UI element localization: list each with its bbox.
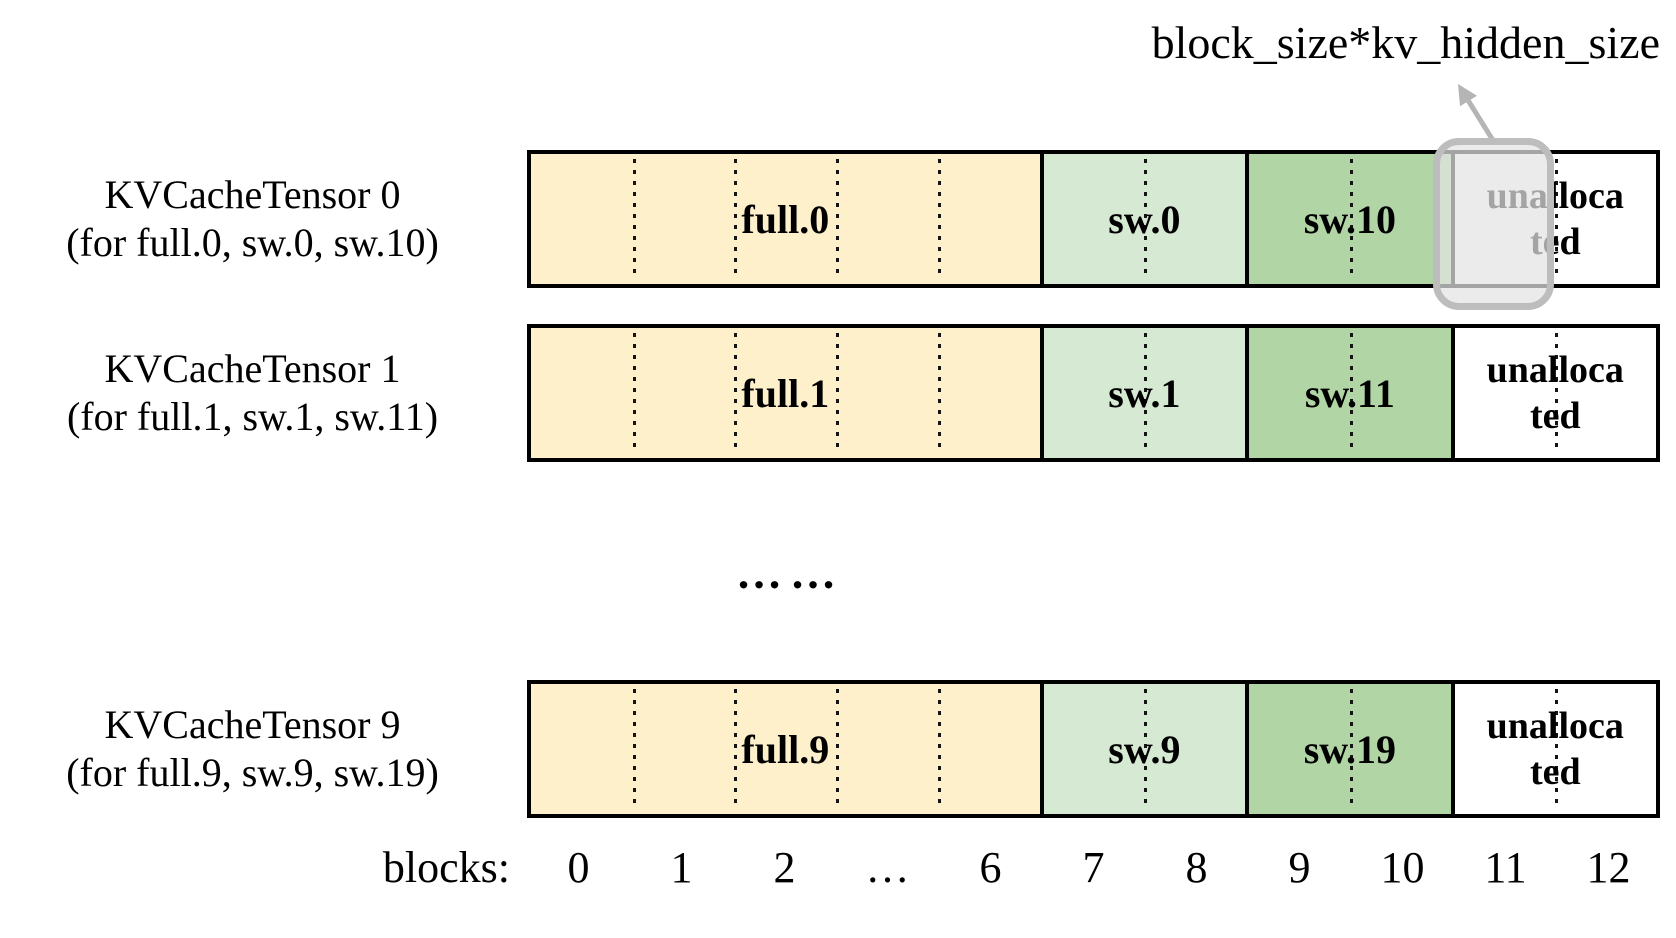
tensor-name: KVCacheTensor 0 [104, 172, 401, 217]
block-divider [1144, 689, 1148, 809]
axis-tick: 11 [1484, 843, 1527, 892]
block-divider [1555, 159, 1559, 279]
block-divider [734, 689, 738, 809]
block-divider [836, 159, 840, 279]
tensor-contents: (for full.9, sw.9, sw.19) [66, 750, 439, 795]
blocks-axis-title: blocks: [382, 843, 510, 892]
axis-tick: 10 [1380, 843, 1425, 892]
axis-tick: 0 [567, 843, 590, 892]
block-divider [1144, 333, 1148, 453]
segment-sw-low: sw.1 [1039, 328, 1246, 458]
segment-sw-high: sw.10 [1245, 154, 1451, 284]
segment-label: sw.10 [1303, 196, 1396, 242]
segment-label: sw.1 [1108, 370, 1181, 416]
segment-sw-high: sw.11 [1245, 328, 1451, 458]
segment-sw-low: sw.0 [1039, 154, 1246, 284]
segment-label: unalloca ted [1487, 347, 1624, 439]
unallocated-line: unalloca [1486, 705, 1624, 747]
row-label-tensor-1: KVCacheTensor 1 (for full.1, sw.1, sw.11… [0, 345, 505, 441]
segment-label: full.9 [741, 726, 830, 772]
block-size-annotation: block_size*kv_hidden_size [1151, 17, 1660, 68]
segment-sw-high: sw.19 [1245, 684, 1451, 814]
axis-tick: 12 [1586, 843, 1631, 892]
axis-tick: … [865, 843, 910, 892]
block-divider [836, 689, 840, 809]
tensor-contents: (for full.0, sw.0, sw.10) [66, 220, 439, 265]
segment-label: sw.19 [1303, 726, 1396, 772]
axis-tick: 9 [1288, 843, 1311, 892]
blocks-axis: 0 1 2 … 6 7 8 9 10 11 12 [527, 842, 1660, 893]
row-label-tensor-9: KVCacheTensor 9 (for full.9, sw.9, sw.19… [0, 701, 505, 797]
block-divider [632, 159, 636, 279]
segment-label: sw.9 [1108, 726, 1181, 772]
kv-cache-tensor-bar-9: full.9 sw.9 sw.19 unalloca ted [527, 680, 1660, 818]
kv-cache-tensor-bar-1: full.1 sw.1 sw.11 unalloca ted [527, 324, 1660, 462]
segment-full: full.9 [531, 684, 1040, 814]
block-size-highlight [1433, 138, 1554, 310]
segment-full: full.1 [531, 328, 1040, 458]
block-divider [632, 333, 636, 453]
block-divider [632, 689, 636, 809]
tensor-contents: (for full.1, sw.1, sw.11) [66, 394, 439, 439]
block-divider [1349, 333, 1353, 453]
block-divider [734, 159, 738, 279]
segment-label: full.0 [741, 196, 830, 242]
axis-tick: 1 [670, 843, 693, 892]
block-divider [937, 159, 941, 279]
segment-unallocated: unalloca ted [1450, 684, 1657, 814]
block-divider [734, 333, 738, 453]
segment-label: unalloca ted [1487, 703, 1624, 795]
axis-tick: 2 [773, 843, 796, 892]
block-divider [836, 333, 840, 453]
row-label-tensor-0: KVCacheTensor 0 (for full.0, sw.0, sw.10… [0, 171, 505, 267]
unallocated-line: unalloca [1486, 349, 1624, 391]
segment-label: sw.11 [1304, 370, 1395, 416]
axis-tick: 8 [1185, 843, 1208, 892]
block-divider [1349, 159, 1353, 279]
block-divider [1349, 689, 1353, 809]
segment-full: full.0 [531, 154, 1040, 284]
block-divider [1144, 159, 1148, 279]
segment-label: sw.0 [1108, 196, 1181, 242]
tensor-name: KVCacheTensor 1 [104, 346, 401, 391]
segment-unallocated: unalloca ted [1450, 328, 1657, 458]
block-divider [1555, 689, 1559, 809]
tensor-name: KVCacheTensor 9 [104, 702, 401, 747]
segment-sw-low: sw.9 [1039, 684, 1246, 814]
segment-label: full.1 [741, 370, 830, 416]
annotation-arrow-icon [1458, 84, 1497, 144]
block-divider [1555, 333, 1559, 453]
block-divider [937, 689, 941, 809]
rows-ellipsis: …… [736, 547, 844, 598]
axis-tick: 6 [979, 843, 1002, 892]
unallocated-line: ted [1529, 751, 1581, 793]
block-divider [937, 333, 941, 453]
unallocated-line: ted [1529, 395, 1581, 437]
axis-tick: 7 [1082, 843, 1105, 892]
